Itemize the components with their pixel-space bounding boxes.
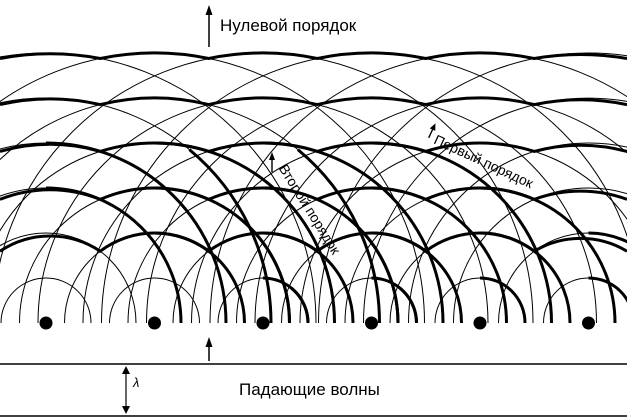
envelope-wavefronts <box>0 51 627 324</box>
source-point <box>365 316 378 330</box>
source-point <box>582 316 595 330</box>
wavelength-label: λ <box>132 375 139 390</box>
first-order-wavefront-segment <box>479 186 617 324</box>
first-order-wavefront-segment <box>371 141 553 324</box>
wave-arc <box>127 187 399 324</box>
second-order-wavefront-segment <box>290 287 310 324</box>
first-order-wavefront-segment <box>262 231 355 324</box>
wave-arc <box>318 52 627 324</box>
source-point <box>473 316 487 330</box>
second-order-annotation: Второй порядок <box>276 161 345 257</box>
wave-arc <box>109 277 200 324</box>
first-order-wavefront-segment <box>588 276 627 303</box>
first-order-wavefront-segment <box>45 186 183 324</box>
wave-arc <box>0 97 380 324</box>
wave-arc <box>0 277 92 324</box>
first-order-wavefront-segment <box>588 231 627 244</box>
source-point <box>148 316 161 330</box>
first-order-wavefront-segment <box>154 231 246 324</box>
wave-arc <box>434 277 526 324</box>
first-order-wavefront-segment <box>371 186 508 324</box>
zero-order-wavefront <box>0 96 627 107</box>
wave-arc <box>0 142 227 324</box>
zero-order-wavefront <box>0 51 627 61</box>
wave-arc <box>363 97 627 324</box>
wave-sources <box>39 316 595 330</box>
first-order-wavefront-segment <box>262 141 445 324</box>
first-order-wavefront-segment <box>479 231 572 324</box>
wave-arc <box>453 187 627 324</box>
wave-arc <box>146 97 597 324</box>
first-order-wavefront-segment <box>371 231 463 324</box>
wave-arc <box>37 97 489 324</box>
zero-order-arrow <box>205 5 213 47</box>
wave-arc <box>408 142 627 324</box>
first-order-wavefront-segment <box>154 141 336 324</box>
first-order-wavefront-segment <box>479 276 527 324</box>
wavefront-arcs <box>0 52 627 324</box>
wave-arc <box>236 187 507 324</box>
wavelength-arrow <box>122 366 130 414</box>
wave-arc <box>0 187 182 324</box>
source-point <box>256 316 270 330</box>
zero-order-label: Нулевой порядок <box>220 16 357 35</box>
source-point <box>39 316 53 330</box>
second-order-wavefront-segment <box>239 217 291 324</box>
second-order-wavefront-segment <box>399 287 419 324</box>
wave-arc <box>344 187 616 324</box>
wave-arc <box>326 277 417 324</box>
wave-arc <box>0 232 137 324</box>
incident-waves-label: Падающие волны <box>239 380 380 399</box>
second-order-arrow <box>269 152 275 172</box>
wave-arc <box>217 277 309 324</box>
first-order-wavefront-segment <box>45 141 228 324</box>
wave-arc <box>19 187 290 324</box>
second-order-wavefront-segment <box>348 217 400 324</box>
incident-direction-arrow <box>205 337 213 361</box>
